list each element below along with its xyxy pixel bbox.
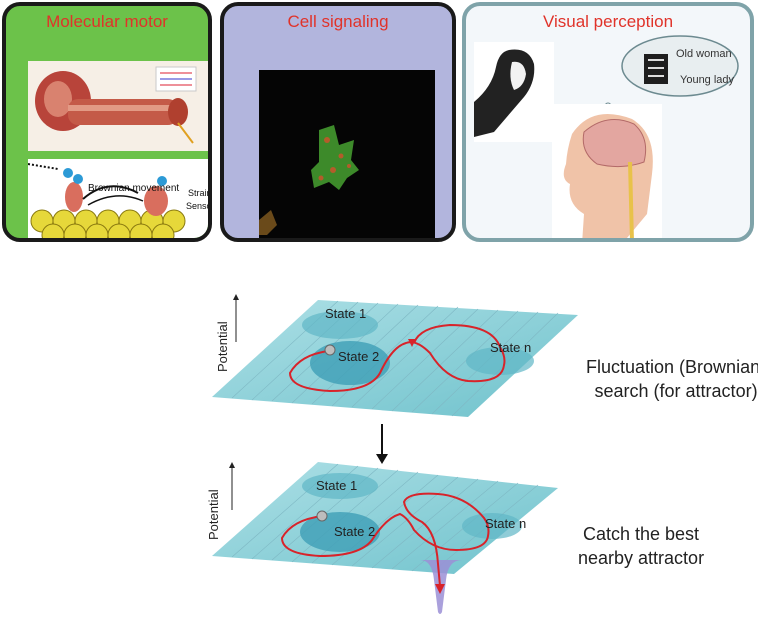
energy-landscape-top [212,300,578,417]
muscle-fiber-illustration [28,61,208,151]
caption-bottom-line2: nearby attractor [578,548,705,568]
caption-top-line2: search (for attractor) [594,381,758,401]
old-woman-label: Old woman [676,48,732,60]
staten-label: State n [490,340,532,355]
young-lady-label: Young lady [680,74,735,86]
state1-label: State 1 [325,306,367,321]
old-woman-young-lady-illusion [474,42,554,142]
panel-cell-signaling: Cell signaling [220,2,456,242]
caption-bottom: Catch the best nearby attractor [578,522,704,570]
cell-fluorescence-image [259,70,435,238]
panel-title: Molecular motor [46,12,168,31]
panel-title: Visual perception [542,12,674,31]
panel-title: Cell signaling [287,12,389,31]
potential-label: Potential [206,489,221,540]
caption-bottom-line1: Catch the best [582,524,700,544]
caption-top-line1: Fluctuation (Brownian) [586,357,758,377]
panel-molecular-motor: Molecular motor Brownian movement [2,2,212,242]
strain-label: Strain [188,188,212,198]
sensor-label: Sensor [186,201,212,211]
energy-landscape-bottom [212,462,558,614]
state1-label: State 1 [316,478,358,493]
caption-top: Fluctuation (Brownian) search (for attra… [586,355,758,403]
thought-bubble [621,35,739,97]
brownian-label: Brownian movement [88,183,180,194]
potential-arrow [233,294,239,342]
state2-label: State 2 [334,524,376,539]
potential-arrow [229,462,235,510]
panel-visual-perception: Visual perception Old woman Young lady [462,2,754,242]
state2-label: State 2 [338,349,380,364]
brownian-motor-illustration: Brownian movement [27,159,208,238]
potential-label: Potential [215,321,230,372]
head-brain-illustration [552,104,662,238]
staten-label: State n [485,516,527,531]
down-arrow [376,424,388,464]
